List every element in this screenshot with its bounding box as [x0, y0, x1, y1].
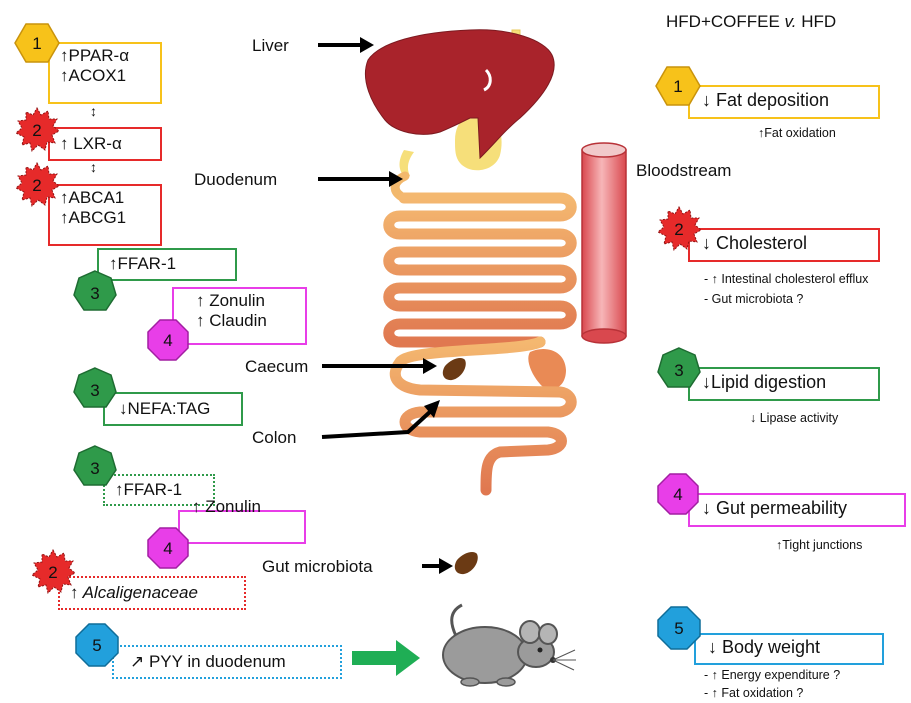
liver-label: Liver: [252, 36, 289, 56]
effect-gut-permeability-box: ↓ Gut permeability: [688, 493, 906, 527]
zonulin-text: ↑ Zonulin: [196, 291, 299, 311]
badge-number: 5: [92, 636, 101, 655]
liver-abc-box: ↑ABCA1 ↑ABCG1: [48, 184, 162, 246]
caecum-label: Caecum: [245, 357, 308, 377]
microbiota-drop-icon: [443, 358, 466, 380]
abcg1-text: ↑ABCG1: [60, 208, 154, 228]
octagon-badge-icon: 5: [74, 622, 120, 668]
effect-note: - Gut microbiota ?: [704, 292, 803, 306]
pyy-text: ↗ PYY in duodenum: [130, 652, 334, 672]
blood-vessel-icon: [582, 143, 626, 343]
badge-number: 2: [32, 176, 41, 195]
effect-lipid-digestion-box: ↓Lipid digestion: [688, 367, 880, 401]
badge-number: 1: [32, 34, 41, 53]
microbiota-drop-icon: [455, 552, 478, 574]
liver-ppar-acox-box: ↑PPAR-α ↑ACOX1: [48, 42, 162, 104]
duodenum-ffar-box: ↑FFAR-1: [97, 248, 237, 281]
effect-note: - ↑ Intestinal cholesterol efflux: [704, 272, 868, 286]
pyy-box: ↗ PYY in duodenum: [112, 645, 342, 679]
colon-label: Colon: [252, 428, 296, 448]
starburst-badge-icon: 2: [14, 162, 60, 208]
ffar1-text: ↑FFAR-1: [109, 254, 229, 274]
badge-number: 3: [90, 459, 99, 478]
duodenum-tight-junction-box: ↑ Zonulin ↑ Claudin: [172, 287, 307, 345]
badge-number: 5: [674, 619, 683, 638]
badge-number: 4: [673, 485, 682, 504]
ppar-alpha-text: ↑PPAR-α: [60, 46, 154, 66]
bloodstream-label: Bloodstream: [636, 161, 731, 181]
badge-number: 1: [673, 77, 682, 96]
starburst-badge-icon: 2: [14, 107, 60, 153]
heptagon-badge-icon: 3: [72, 366, 118, 412]
effect-title: ↓ Body weight: [708, 637, 820, 657]
comparison-header-text: HFD+COFFEE v. HFD: [666, 12, 836, 31]
colon-zonulin-text: ↑ Zonulin: [192, 497, 298, 517]
comparison-header: HFD+COFFEE v. HFD: [666, 12, 836, 32]
heptagon-badge-icon: 3: [72, 444, 118, 490]
octagon-badge-icon: 5: [656, 605, 702, 651]
colon-zonulin-box: ↑ Zonulin: [178, 510, 306, 544]
effect-cholesterol-box: ↓ Cholesterol: [688, 228, 880, 262]
badge-number: 2: [674, 220, 683, 239]
lxr-alpha-text: ↑ LXR-α: [60, 134, 154, 154]
starburst-badge-icon: 2: [30, 549, 76, 595]
alcaligenaceae-text: ↑ Alcaligenaceae: [70, 583, 238, 603]
heptagon-badge-icon: 3: [656, 346, 702, 392]
heptagon-badge-icon: 3: [72, 269, 118, 315]
double-arrow-icon: ↕: [90, 160, 97, 174]
effect-body-weight-box: ↓ Body weight: [694, 633, 884, 665]
badge-number: 3: [90, 284, 99, 303]
badge-number: 2: [48, 563, 57, 582]
octagon-badge-icon: 4: [146, 526, 190, 570]
microbiota-alcaligenaceae-box: ↑ Alcaligenaceae: [58, 576, 246, 610]
effect-fat-deposition-box: ↓ Fat deposition: [688, 85, 880, 119]
hexagon-badge-icon: 1: [655, 65, 701, 107]
small-intestine-icon: [389, 198, 572, 342]
effect-title: ↓Lipid digestion: [702, 372, 826, 392]
duodenum-label: Duodenum: [194, 170, 277, 190]
effect-title: ↓ Gut permeability: [702, 498, 847, 518]
octagon-badge-icon: 4: [656, 472, 700, 516]
effect-note: ↑Fat oxidation: [758, 126, 836, 140]
effect-note: - ↑ Fat oxidation ?: [704, 686, 803, 700]
acox1-text: ↑ACOX1: [60, 66, 154, 86]
starburst-badge-icon: 2: [656, 206, 702, 252]
octagon-badge-icon: 4: [146, 318, 190, 362]
badge-number: 4: [163, 539, 172, 558]
gut-microbiota-label: Gut microbiota: [262, 557, 373, 577]
badge-number: 4: [163, 331, 172, 350]
badge-number: 3: [674, 361, 683, 380]
hexagon-badge-icon: 1: [14, 22, 60, 64]
green-arrow-icon: [352, 640, 420, 676]
caecum-nefa-box: ↓NEFA:TAG: [103, 392, 243, 426]
double-arrow-icon: ↕: [90, 104, 97, 118]
badge-number: 2: [32, 121, 41, 140]
effect-note: - ↑ Energy expenditure ?: [704, 668, 840, 682]
claudin-text: ↑ Claudin: [196, 311, 299, 331]
liver-lxr-box: ↑ LXR-α: [48, 127, 162, 161]
effect-note: ↑Tight junctions: [776, 538, 862, 552]
effect-title: ↓ Cholesterol: [702, 233, 807, 253]
nefa-tag-text: ↓NEFA:TAG: [119, 399, 235, 419]
effect-title: ↓ Fat deposition: [702, 90, 829, 110]
mouse-icon: [443, 605, 576, 686]
abca1-text: ↑ABCA1: [60, 188, 154, 208]
badge-number: 3: [90, 381, 99, 400]
effect-note: ↓ Lipase activity: [750, 411, 838, 425]
